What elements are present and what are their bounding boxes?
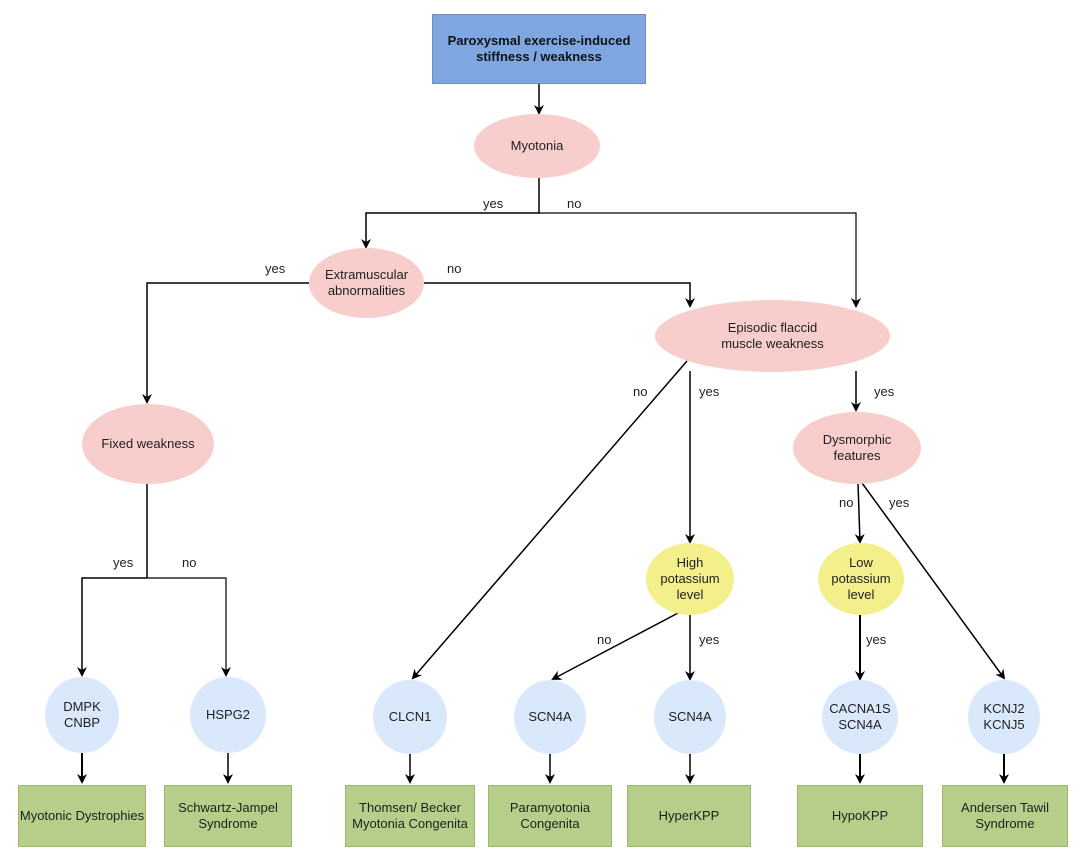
edge-myotonia-extramuscular [361,178,540,249]
label-myotonia-yes: yes [483,196,504,211]
node-gene-clcn1: CLCN1 [373,680,447,754]
node-high-potassium: High potassium level [646,543,734,615]
node-dx-hypokpp: HypoKPP [797,785,923,847]
node-fixed-weakness: Fixed weakness [82,404,214,484]
label-low-yes: yes [866,632,887,647]
edge-myotonia-episodic [539,212,861,308]
node-dx-schwartz: Schwartz-Jampel Syndrome [164,785,292,847]
node-dysmorphic: Dysmorphic features [793,412,921,484]
label-episodic-yes: yes [699,384,720,399]
label-high-yes: yes [699,632,720,647]
label-high-no: no [597,632,612,647]
node-root: Paroxysmal exercise-induced stiffness / … [432,14,646,84]
node-dx-myotonic: Myotonic Dystrophies [18,785,146,847]
edge-extramuscular-fixed [142,282,309,404]
node-gene-scn4a-1: SCN4A [514,680,586,754]
node-dx-andersen: Andersen Tawil Syndrome [942,785,1068,847]
node-dx-thomsen: Thomsen/ Becker Myotonia Congenita [345,785,475,847]
node-myotonia: Myotonia [474,114,600,178]
node-gene-cacna1s: CACNA1S SCN4A [822,680,898,754]
node-gene-scn4a-2: SCN4A [654,680,726,754]
node-gene-hspg2: HSPG2 [190,677,266,753]
label-fixed-yes: yes [113,555,134,570]
label-myotonia-no: no [567,196,582,211]
label-extra-yes: yes [265,261,286,276]
edge-extramuscular-episodic [424,282,695,308]
edge-dysmorphic-kcnj [861,482,1006,680]
label-fixed-no: no [182,555,197,570]
node-extramuscular: Extramuscular abnormalities [309,248,424,318]
node-dx-paramyotonia: Paramyotonia Congenita [488,785,612,847]
edge-episodic-clcn1 [411,360,688,680]
label-episodic-yes2: yes [874,384,895,399]
node-gene-dmpk: DMPK CNBP [45,677,119,753]
edge-fixed-hspg2 [147,577,231,677]
edge-fixed-dmpk [77,577,147,677]
label-dysmorphic-no: no [839,495,854,510]
edge-dysmorphic-low [854,482,865,544]
label-episodic-no: no [633,384,648,399]
label-extra-no: no [447,261,462,276]
node-episodic: Episodic flaccid muscle weakness [655,300,890,372]
node-low-potassium: Low potassium level [818,543,904,615]
node-gene-kcnj: KCNJ2 KCNJ5 [968,680,1040,754]
label-dysmorphic-yes: yes [889,495,910,510]
node-dx-hyperkpp: HyperKPP [627,785,751,847]
edge-high-scn4a1 [551,611,681,680]
